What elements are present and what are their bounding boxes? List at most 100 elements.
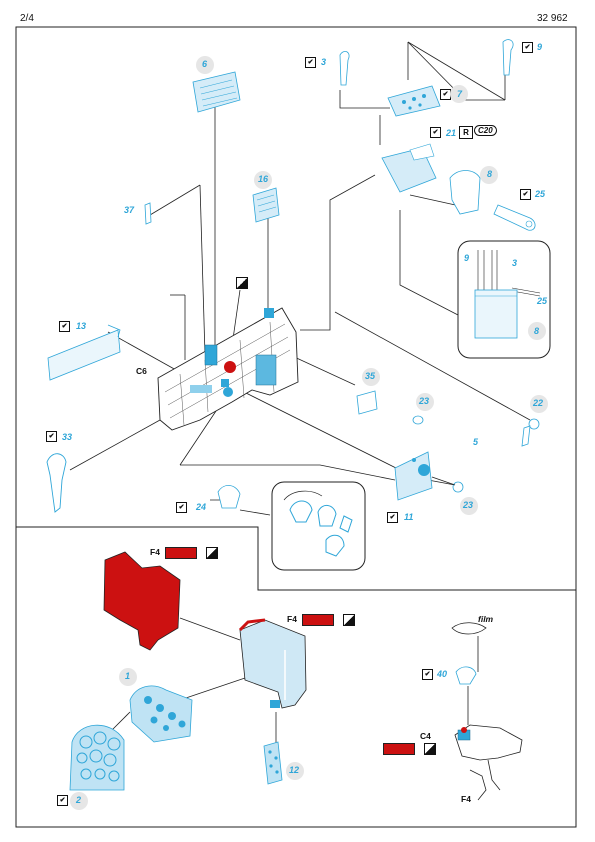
glue-icon-25: ✔ (520, 189, 531, 200)
paint-black-white-icon (236, 277, 248, 289)
bubble-23 (460, 497, 478, 515)
part-25-arm (493, 204, 536, 231)
part-8-label: 8 (487, 169, 493, 179)
part-40-sight (455, 666, 477, 685)
bubble-2 (70, 792, 88, 810)
inset-9-label: 9 (464, 253, 470, 263)
glue-icon-24: ✔ (176, 502, 187, 513)
part-23-knob (452, 481, 464, 493)
part-33-label: 33 (62, 432, 73, 442)
glue-icon-2: ✔ (57, 795, 68, 806)
part-13-strip (47, 324, 121, 381)
bubble-16 (254, 171, 272, 189)
section-divider (16, 526, 576, 591)
part-23-label: 23 (463, 500, 474, 510)
label-f4-top: F4 (150, 547, 160, 557)
bubble-12 (286, 762, 304, 780)
part-6-label: 6 (202, 59, 208, 69)
paint-icon-mid (343, 614, 355, 626)
part-8-top (409, 143, 435, 161)
part-7-panel (387, 85, 441, 117)
inset-24-frame (271, 481, 366, 571)
part-3-lever (339, 51, 350, 86)
paint-icon-top (206, 547, 218, 559)
part-16-label: 16 (258, 174, 269, 184)
glue-icon-40: ✔ (422, 669, 433, 680)
red-color-swatch-top (165, 547, 197, 559)
part-24-label: 24 (196, 502, 207, 512)
part-2-instrument-panel (69, 724, 125, 791)
glue-icon-33: ✔ (46, 431, 57, 442)
label-film: film (478, 614, 494, 624)
glue-icon-11: ✔ (387, 512, 398, 523)
bubble-6 (196, 56, 214, 74)
part-22-disc (528, 418, 540, 430)
part-5-label: 5 (473, 437, 479, 447)
part-25-hole (525, 220, 533, 228)
part-2-label: 2 (76, 795, 82, 805)
part-23-top-label: 23 (419, 396, 430, 406)
part-40-label: 40 (437, 669, 448, 679)
gunsight-assembly-c4 (454, 724, 523, 801)
label-c20: C20 (474, 125, 497, 136)
instrument-panel-backing (238, 618, 307, 709)
bubble-inset-8 (528, 322, 546, 340)
label-f4-mid: F4 (287, 614, 297, 624)
part-9-label: 9 (537, 42, 543, 52)
bubble-1 (119, 668, 137, 686)
part-25-label: 25 (535, 189, 546, 199)
page-number: 2/4 (20, 13, 34, 24)
part-6-panel (192, 71, 241, 113)
bubble-8 (480, 166, 498, 184)
part-23-shaft (431, 476, 456, 486)
bubble-35 (362, 368, 380, 386)
red-armor-plate (103, 551, 181, 651)
part-1-label: 1 (125, 671, 131, 681)
part-1-gauge-face (129, 685, 193, 743)
part-11-panel (394, 451, 433, 501)
paint-icon-c4 (424, 743, 436, 755)
part-24-bracket (217, 485, 241, 509)
label-c4: C4 (420, 731, 431, 741)
part-8-housing (449, 170, 481, 215)
inset-24-drawing (283, 490, 353, 557)
label-f4-bottom: F4 (461, 794, 471, 804)
arrow-panel-to-1 (179, 677, 246, 701)
red-color-swatch-mid (302, 614, 334, 626)
part-13-label: 13 (76, 321, 87, 331)
part-12-label: 12 (289, 765, 300, 775)
inset-3-label: 3 (512, 258, 518, 268)
arrow-red-to-panel (179, 617, 241, 641)
part-35-label: 35 (365, 371, 376, 381)
page-frame (15, 26, 577, 828)
inset-box (474, 289, 518, 339)
glue-icon-9: ✔ (522, 42, 533, 53)
part-23-knob-top (412, 415, 424, 425)
remove-part-icon: R (459, 126, 473, 139)
part-5-pin (521, 425, 531, 447)
glue-icon-21: ✔ (430, 127, 441, 138)
label-c6: C6 (136, 366, 147, 376)
red-color-swatch-c4 (383, 743, 415, 755)
part-7-label: 7 (457, 89, 463, 99)
part-33-lever (46, 453, 67, 513)
glue-icon-13: ✔ (59, 321, 70, 332)
part-37-bracket (144, 202, 152, 225)
part-11-label: 11 (404, 512, 414, 522)
inset-25-label: 25 (537, 296, 548, 306)
part-16-plate (252, 187, 280, 223)
glue-icon-3: ✔ (305, 57, 316, 68)
part-21-label: 21 (446, 128, 457, 138)
bubble-23-top (416, 393, 434, 411)
cockpit-frame-c6 (157, 307, 299, 431)
part-35-plate (356, 390, 378, 415)
bubble-7 (450, 85, 468, 103)
bubble-22 (530, 395, 548, 413)
part-37-label: 37 (124, 205, 135, 215)
part-12-panel (263, 741, 283, 785)
part-3-label: 3 (321, 57, 327, 67)
inset-8-label: 8 (534, 326, 540, 336)
kit-number: 32 962 (537, 13, 568, 24)
film-sheet (451, 622, 487, 635)
part-8-box (381, 147, 437, 193)
